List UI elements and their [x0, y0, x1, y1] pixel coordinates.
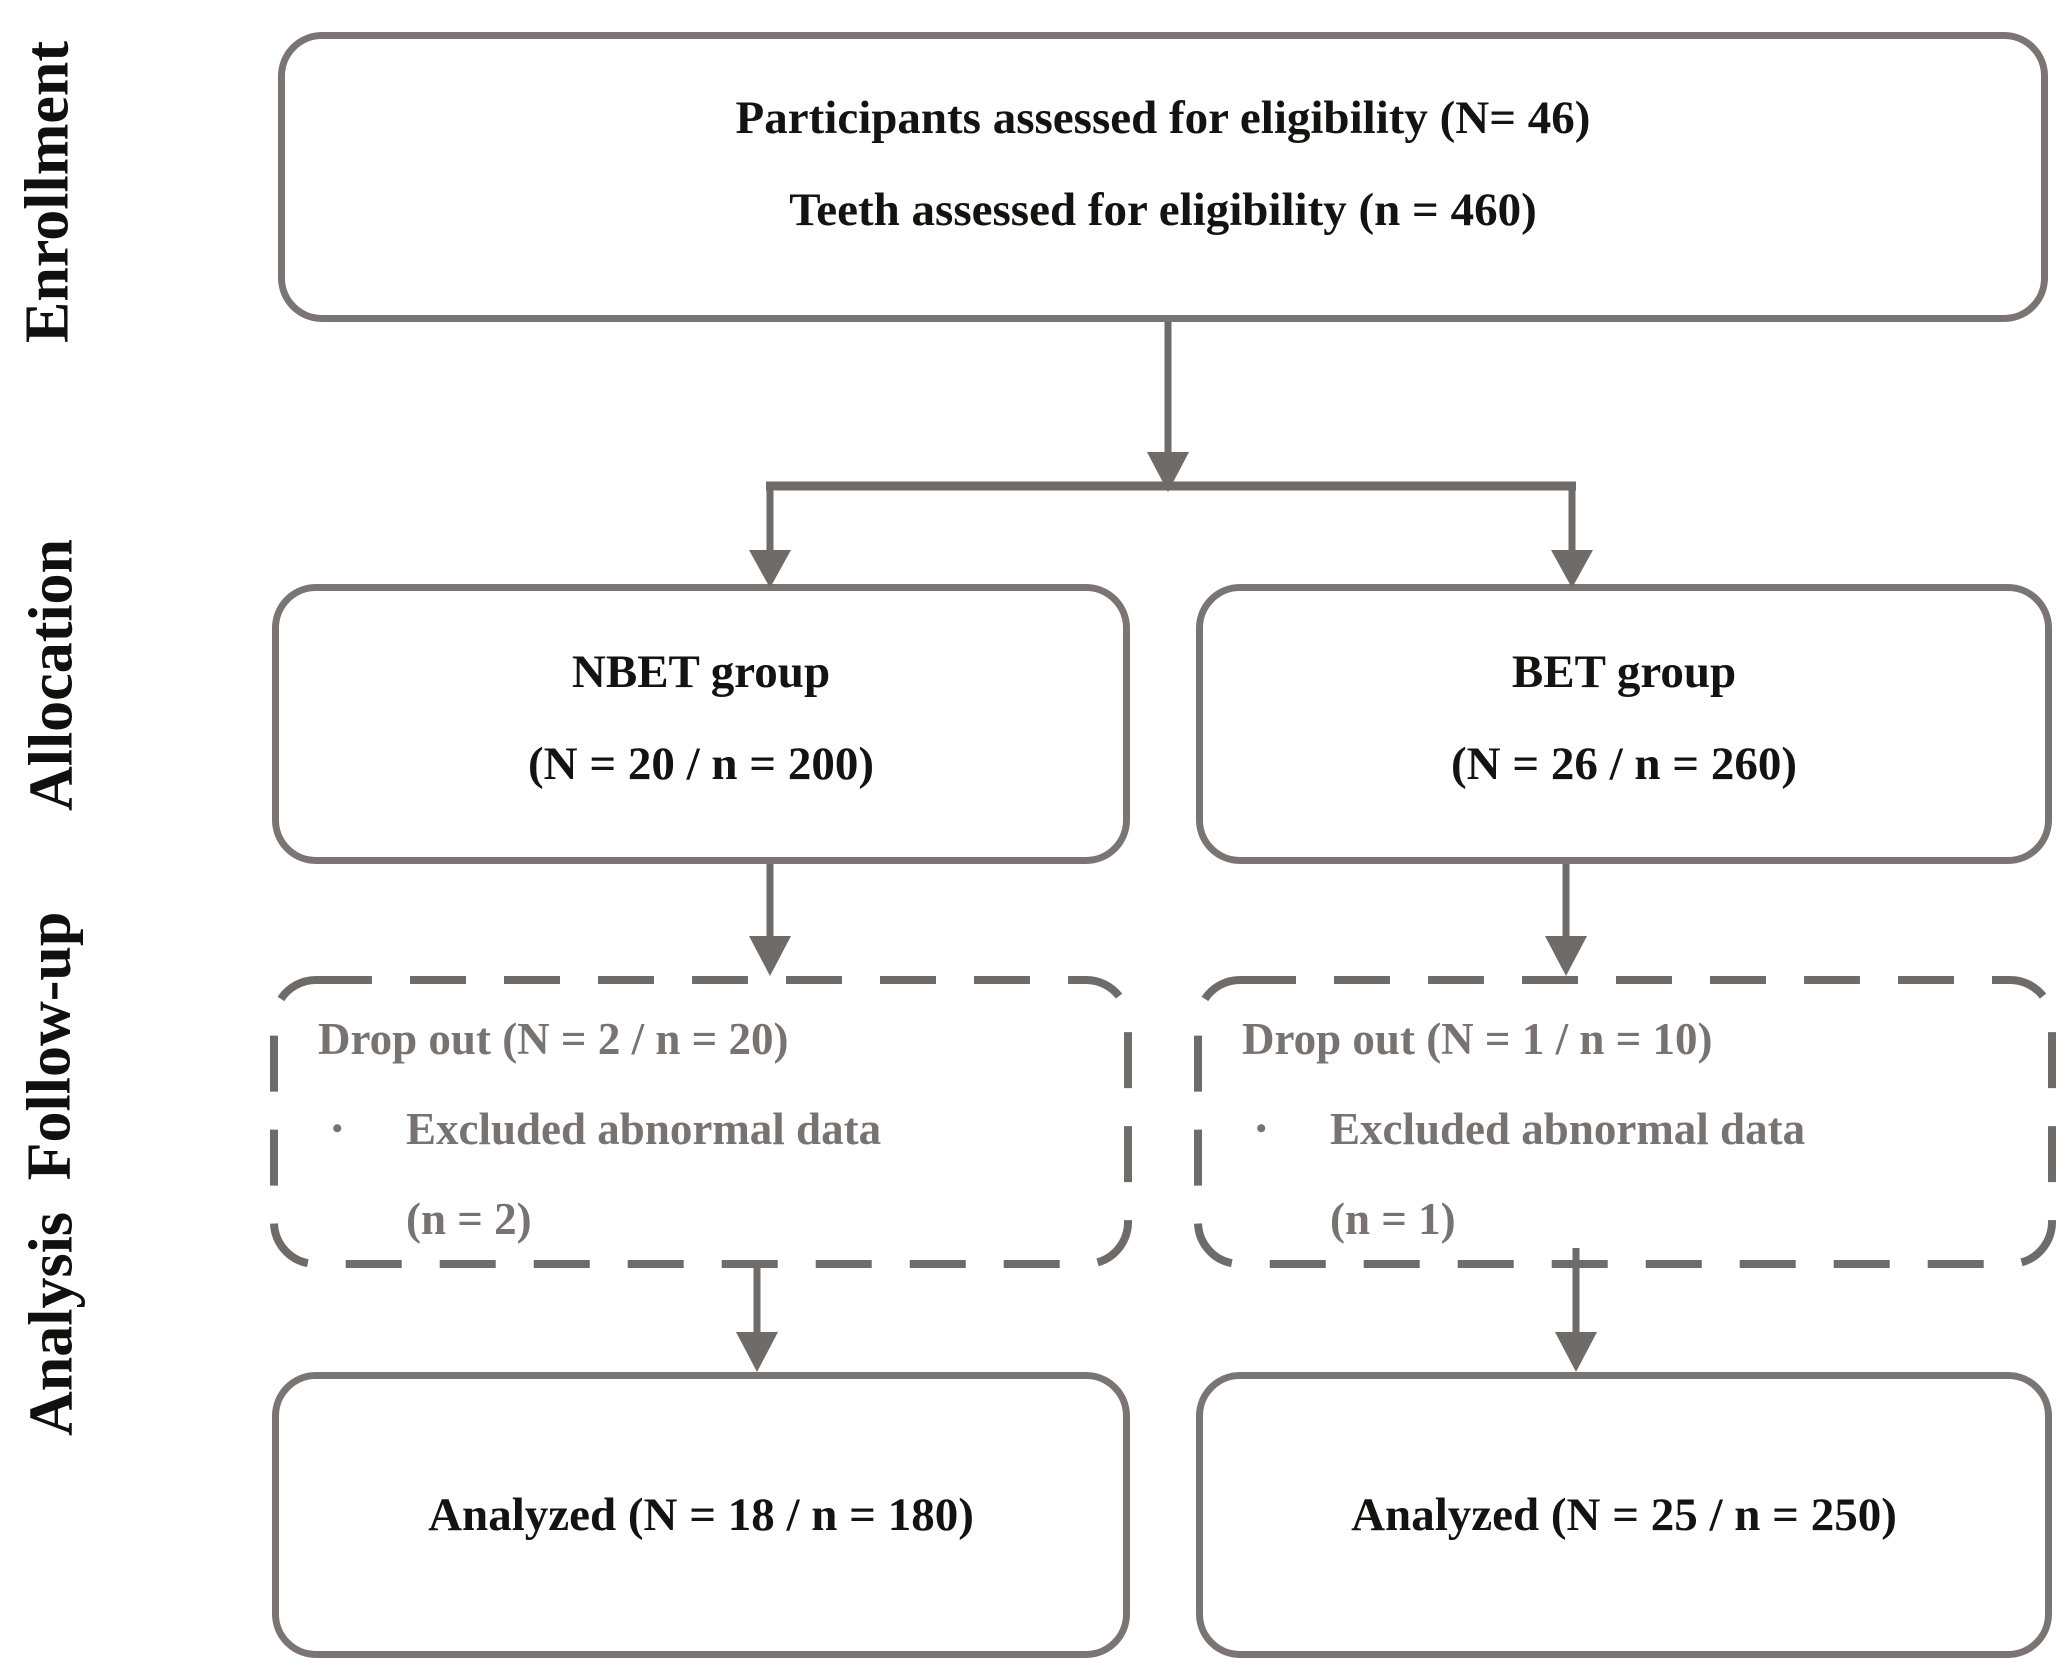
stage-label-enrollment: Enrollment [13, 41, 82, 343]
allocation-box-bet: BET group (N = 26 / n = 260) [1196, 584, 2052, 864]
followup-box-bet: Drop out (N = 1 / n = 10) • Excluded abn… [1198, 980, 2052, 1264]
bet-dropout-line: Drop out (N = 1 / n = 10) [1242, 1014, 1713, 1064]
bet-excluded-line: Excluded abnormal data [1330, 1104, 1806, 1154]
stage-label-analysis: Analysis [17, 1212, 86, 1436]
nbet-dropout-line: Drop out (N = 2 / n = 20) [318, 1014, 789, 1064]
analysis-box-bet: Analyzed (N = 25 / n = 250) [1196, 1372, 2052, 1658]
nbet-excluded-line: Excluded abnormal data [406, 1104, 882, 1154]
enrollment-box: Participants assessed for eligibility (N… [278, 32, 2048, 322]
arrow-down-icon [749, 550, 791, 588]
arrow-down-icon [1555, 1332, 1597, 1372]
bet-excluded-count: (n = 1) [1330, 1194, 1456, 1244]
arrow-down-icon [736, 1332, 778, 1372]
bet-group-title: BET group [1511, 646, 1737, 698]
bet-group-counts: (N = 26 / n = 260) [1450, 738, 1797, 790]
bullet-icon: • [1256, 1112, 1267, 1145]
nbet-group-counts: (N = 20 / n = 200) [527, 738, 874, 790]
bet-analyzed-line: Analyzed (N = 25 / n = 250) [1351, 1489, 1897, 1541]
followup-box-nbet: Drop out (N = 2 / n = 20) • Excluded abn… [274, 980, 1128, 1264]
arrow-down-icon [1147, 452, 1189, 492]
arrow-down-icon [749, 936, 791, 976]
nbet-analyzed-line: Analyzed (N = 18 / n = 180) [428, 1489, 974, 1541]
arrow-down-icon [1545, 936, 1587, 976]
arrow-down-icon [1551, 550, 1593, 588]
allocation-box-nbet: NBET group (N = 20 / n = 200) [272, 584, 1130, 864]
nbet-excluded-count: (n = 2) [406, 1194, 532, 1244]
enrollment-box-line2: Teeth assessed for eligibility (n = 460) [789, 184, 1537, 236]
bullet-icon: • [332, 1112, 343, 1145]
enrollment-box-line1: Participants assessed for eligibility (N… [735, 92, 1591, 144]
stage-label-follow-up: Follow-up [15, 911, 84, 1181]
analysis-box-nbet: Analyzed (N = 18 / n = 180) [272, 1372, 1130, 1658]
stage-label-allocation: Allocation [17, 538, 86, 812]
nbet-group-title: NBET group [571, 646, 831, 698]
